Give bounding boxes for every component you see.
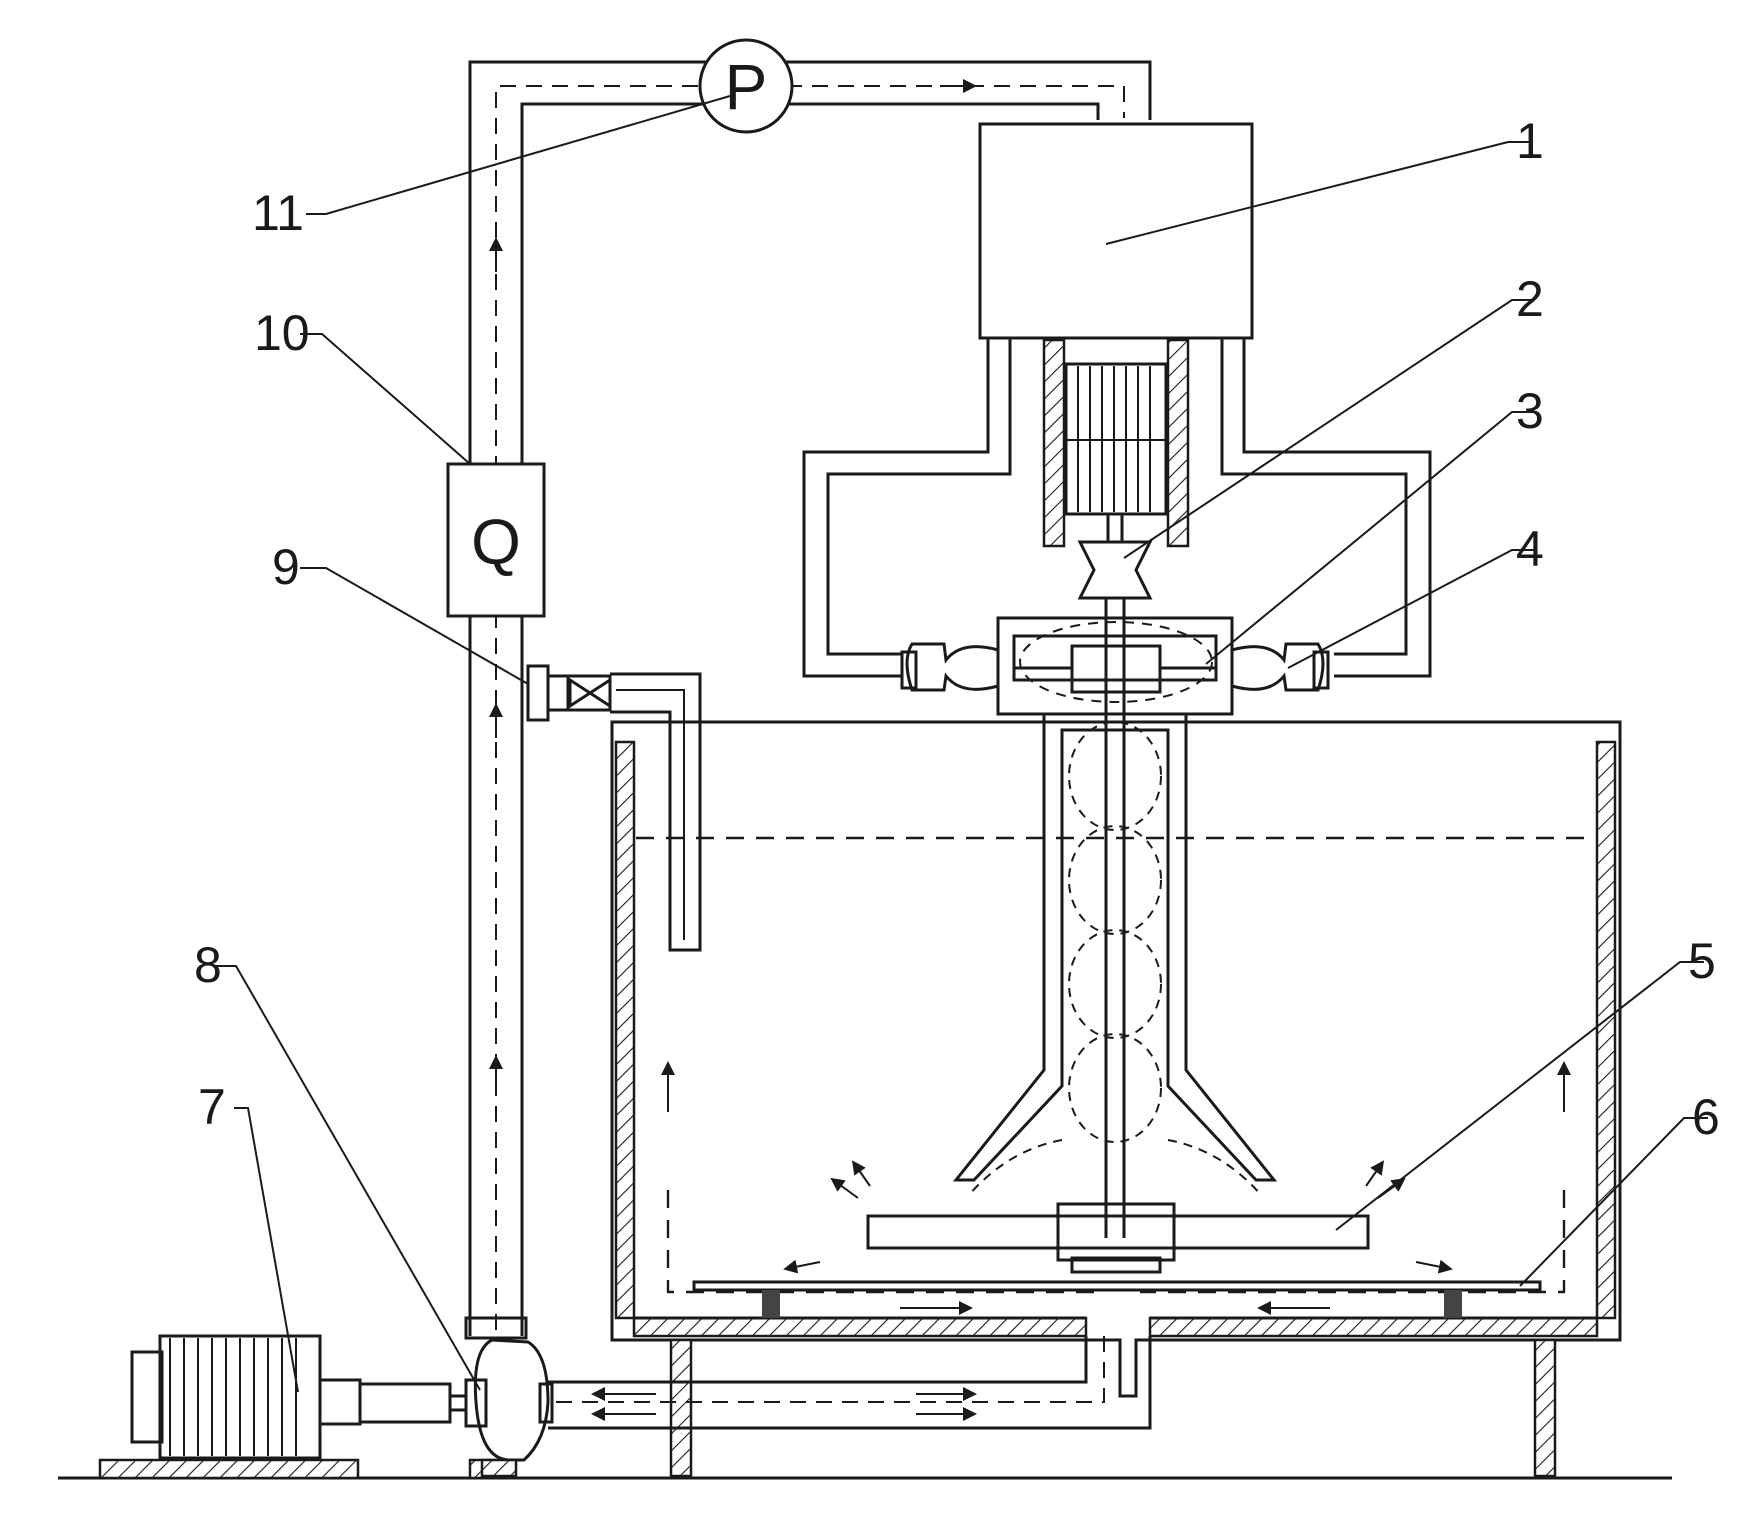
coupling bbox=[1077, 514, 1153, 600]
tank bbox=[610, 720, 1622, 1478]
label-6: 6 bbox=[1692, 1089, 1720, 1145]
label-8: 8 bbox=[194, 937, 222, 993]
label-3: 3 bbox=[1516, 383, 1544, 439]
label-1: 1 bbox=[1516, 113, 1544, 169]
bypass-valve bbox=[526, 664, 702, 952]
label-11: 11 bbox=[252, 185, 304, 241]
inlet-right bbox=[1231, 642, 1330, 692]
flow-symbol: Q bbox=[471, 506, 521, 578]
callout-labels: 1 2 3 4 5 6 7 8 9 10 11 bbox=[194, 113, 1720, 1145]
pump bbox=[464, 1338, 554, 1478]
lower-impeller bbox=[783, 1160, 1453, 1274]
shaft bbox=[1104, 598, 1126, 1238]
suction-pipe bbox=[548, 1336, 1152, 1430]
flow-meter: Q bbox=[446, 462, 546, 618]
label-10: 10 bbox=[254, 305, 310, 361]
label-7: 7 bbox=[198, 1079, 226, 1135]
impeller-chamber bbox=[996, 616, 1234, 716]
drive-box bbox=[802, 122, 1432, 678]
discharge-pipe bbox=[464, 60, 1152, 1340]
label-4: 4 bbox=[1516, 521, 1544, 577]
ground bbox=[58, 1458, 1672, 1480]
draft-column bbox=[952, 714, 1278, 1197]
pressure-gauge: P bbox=[698, 38, 794, 134]
label-5: 5 bbox=[1688, 933, 1716, 989]
label-2: 2 bbox=[1516, 271, 1544, 327]
pump-motor bbox=[130, 1334, 466, 1460]
baffle-plate bbox=[692, 1280, 1542, 1318]
label-9: 9 bbox=[272, 539, 300, 595]
pressure-symbol: P bbox=[725, 51, 768, 123]
leader-lines bbox=[216, 95, 1708, 1393]
inlet-left bbox=[900, 642, 999, 692]
